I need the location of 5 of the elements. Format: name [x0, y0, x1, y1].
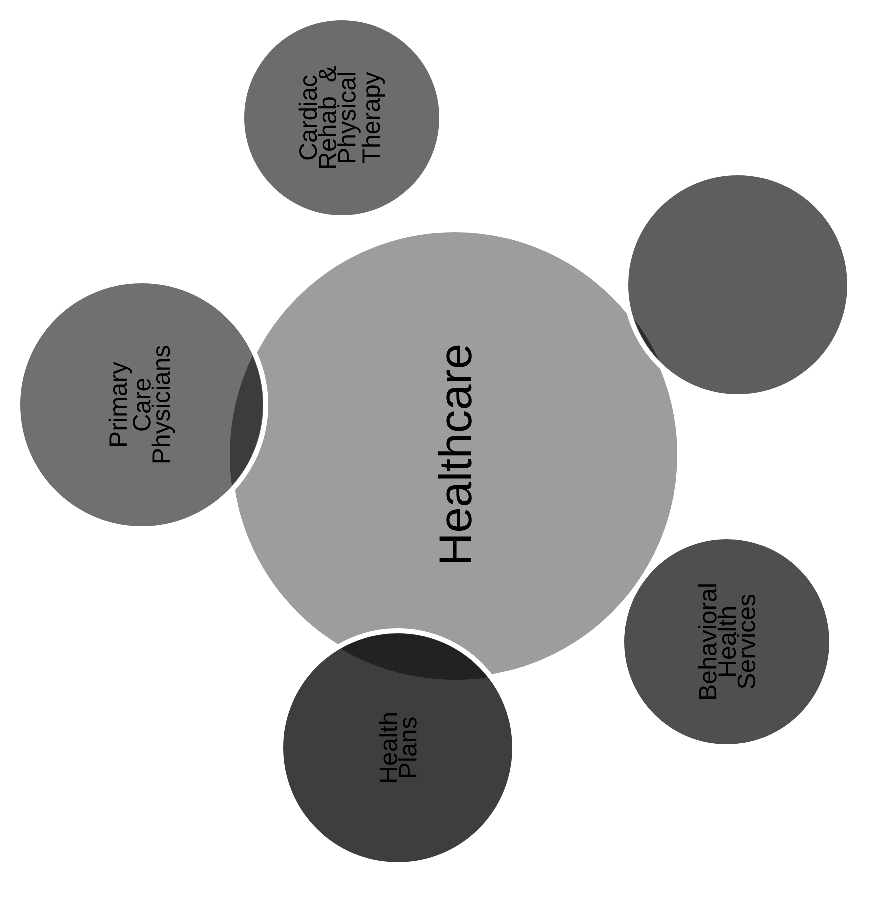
circle-bubble: Behavioral Health Services: [620, 534, 835, 750]
circle-bubble: Primary Care Physicians: [16, 278, 268, 532]
circle-bubble: [624, 170, 853, 400]
circle-bubble: Health Plans: [278, 628, 518, 868]
circle-bubble: Cardiac Rehab & Physical Therapy: [240, 15, 444, 220]
